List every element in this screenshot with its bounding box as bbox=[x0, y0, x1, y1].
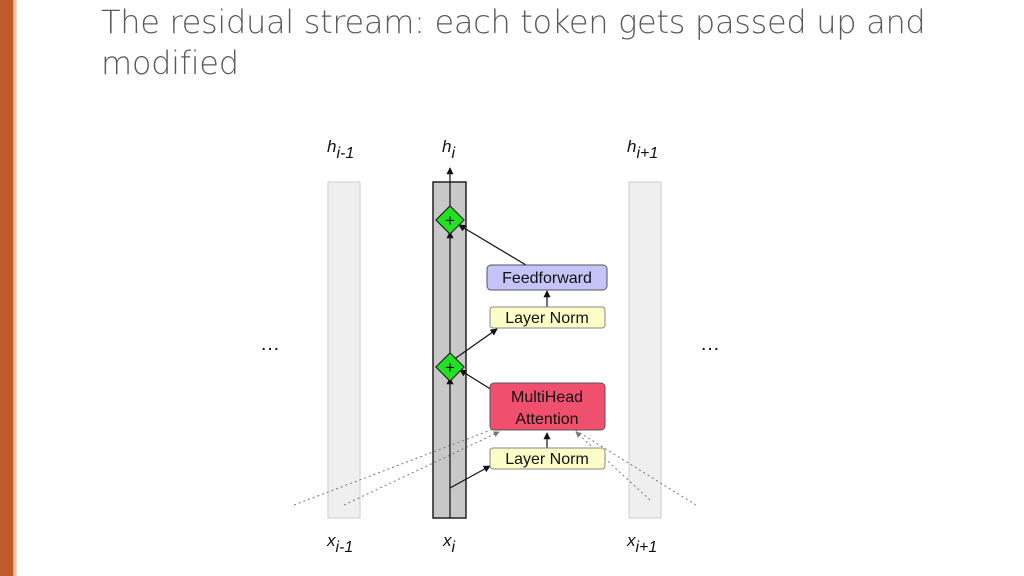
svg-text:Layer Norm: Layer Norm bbox=[505, 310, 589, 327]
residual-add-node-bottom: + bbox=[435, 352, 465, 382]
dotted-line-left-outer bbox=[293, 427, 497, 506]
feedforward-block: Feedforward bbox=[486, 264, 608, 291]
svg-text:MultiHead: MultiHead bbox=[511, 389, 583, 406]
arrow-stream-to-layernorm-top bbox=[452, 328, 498, 361]
layer-norm-block-bottom: Layer Norm bbox=[489, 447, 606, 470]
layer-norm-block-top: Layer Norm bbox=[489, 306, 606, 329]
label-x-i: xi bbox=[442, 531, 456, 556]
svg-text:Layer Norm: Layer Norm bbox=[505, 451, 589, 468]
dotted-line-right-inner bbox=[575, 431, 651, 501]
dotted-line-left-inner bbox=[343, 431, 500, 506]
slide-title: The residual stream: each token gets pas… bbox=[101, 3, 926, 82]
label-x-i-minus-1: xi-1 bbox=[326, 531, 353, 556]
label-x-i-plus-1: xi+1 bbox=[626, 531, 657, 556]
residual-add-node-top: + bbox=[435, 205, 465, 235]
ellipsis-left: … bbox=[260, 333, 280, 355]
svg-text:+: + bbox=[445, 211, 455, 230]
dotted-line-right-outer bbox=[571, 427, 697, 506]
residual-stream-right bbox=[628, 181, 662, 519]
arrow-feedforward-to-plus bbox=[458, 224, 527, 266]
label-h-i: hi bbox=[442, 137, 455, 162]
svg-text:Attention: Attention bbox=[515, 411, 578, 428]
multihead-attention-block: MultiHead Attention bbox=[489, 382, 606, 431]
ellipsis-right: … bbox=[700, 333, 720, 355]
accent-bar bbox=[0, 0, 17, 576]
label-h-i-minus-1: hi-1 bbox=[327, 137, 354, 162]
svg-text:Feedforward: Feedforward bbox=[502, 270, 592, 287]
label-h-i-plus-1: hi+1 bbox=[627, 137, 658, 162]
arrow-stream-to-layernorm-bottom bbox=[449, 465, 491, 489]
svg-text:+: + bbox=[445, 358, 455, 377]
residual-stream-left bbox=[327, 181, 361, 519]
arrow-attention-to-plus bbox=[459, 369, 493, 391]
